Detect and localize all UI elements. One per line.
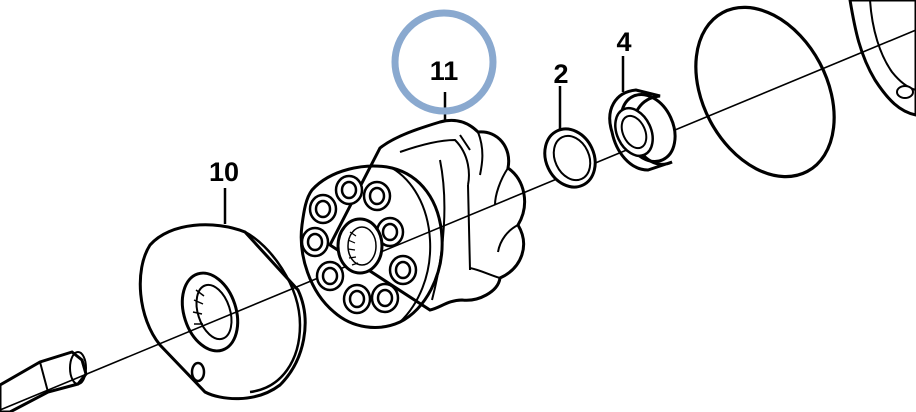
- part-11-cylinder-block: [299, 118, 527, 329]
- shaft-end: [0, 350, 88, 412]
- part-2-ring: [543, 127, 597, 189]
- callout-label-11[interactable]: 11: [430, 56, 459, 86]
- part-10-thrust-plate: [138, 223, 307, 401]
- part-4-bearing: [608, 88, 677, 172]
- callout-label-10[interactable]: 10: [209, 157, 239, 187]
- callout-label-4[interactable]: 4: [616, 27, 631, 57]
- shaft-axis-line: [0, 29, 916, 411]
- splined-bore: [336, 217, 384, 275]
- callout-label-2[interactable]: 2: [553, 59, 568, 89]
- housing-cover: [848, 0, 916, 117]
- o-ring: [694, 5, 836, 179]
- callout-11-highlight-circle: [391, 9, 497, 115]
- piston-bores: [300, 174, 418, 315]
